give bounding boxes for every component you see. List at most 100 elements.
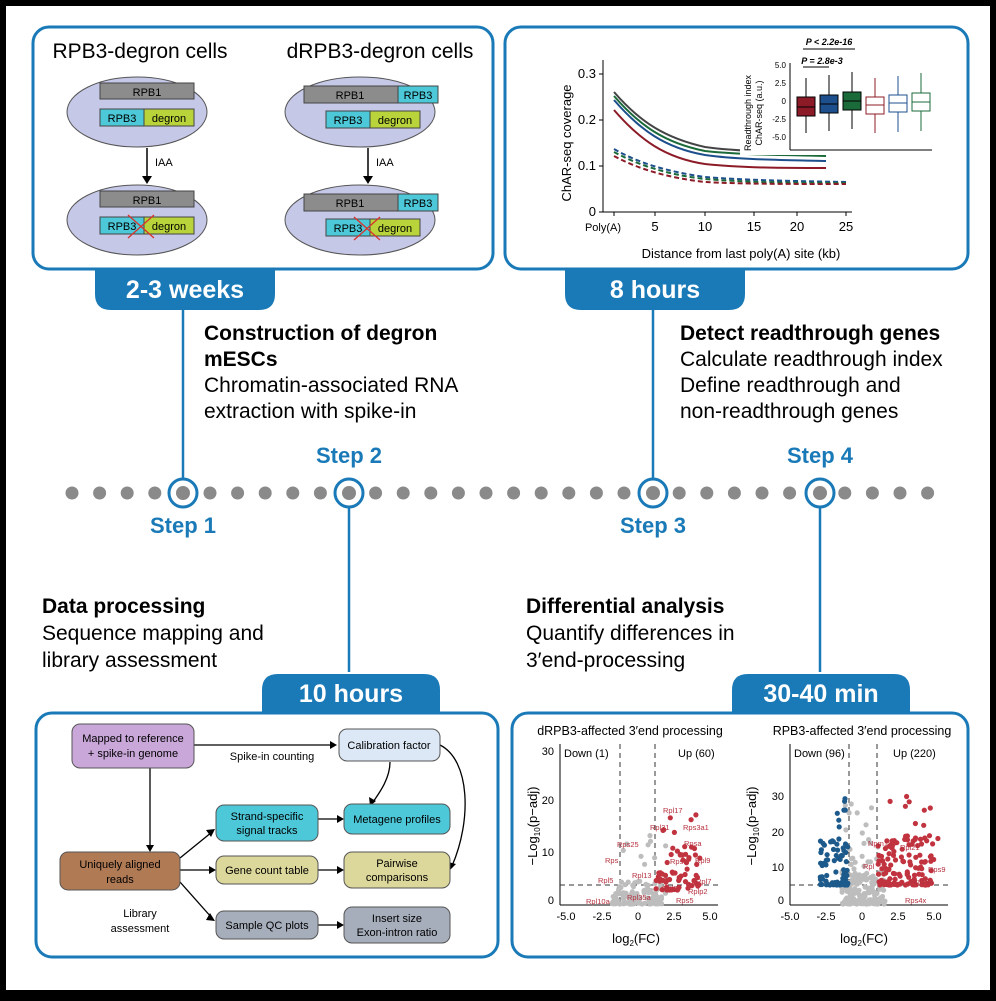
volcano-point — [824, 872, 830, 879]
readthrough-inset: Readthrough index ChAR-seq (a.u.) 5.0 2.… — [740, 37, 940, 155]
volcano-point — [672, 870, 678, 876]
volcano-point — [892, 857, 899, 863]
node-box — [59, 851, 181, 891]
rpb1-label: RPB1 — [336, 90, 365, 102]
xtick-20: 20 — [790, 219, 804, 234]
cell-rpb3-degron-before: RPB1 RPB3 degron — [66, 76, 208, 148]
node-uniquely-aligned: Uniquely aligned reads — [59, 851, 181, 891]
step1-title-line2: mESCs — [204, 348, 278, 371]
volcano-point — [679, 852, 686, 858]
volcano-point — [642, 861, 648, 867]
volcano-point — [658, 896, 665, 902]
coverage-yticks: 0 0.1 0.2 0.3 — [578, 66, 603, 219]
xtick-polya: Poly(A) — [585, 222, 621, 234]
volcano-point — [892, 876, 898, 883]
flowchart-arrows — [149, 744, 466, 926]
gene-label: Rpl13 — [632, 871, 652, 880]
gene-label: Rpl7 — [696, 877, 711, 886]
volcano-point — [857, 893, 863, 899]
node-calibration: Calibration factor — [338, 728, 441, 762]
volcano-point — [638, 853, 644, 859]
volcano-point — [836, 817, 842, 823]
volcano-point — [851, 896, 857, 902]
volcano-point — [652, 900, 658, 906]
step2-desc-line1: Sequence mapping and — [42, 622, 264, 645]
volcano-point — [693, 812, 699, 818]
volcano-point — [912, 820, 919, 827]
rpb3-fused-label: RPB3 — [404, 198, 433, 210]
ytick-0-1: 0.1 — [578, 158, 596, 173]
pvalue-2: P = 2.8e-3 — [801, 56, 842, 66]
gene-label: Rps25 — [617, 840, 639, 849]
step2-title: Data processing — [42, 595, 205, 618]
degron-label: degron — [378, 115, 412, 127]
volcano-point — [674, 848, 681, 854]
rpb3-label: RPB3 — [334, 115, 363, 127]
volcano-point — [676, 877, 682, 884]
node-label: signal tracks — [236, 825, 298, 837]
volcano-point — [839, 889, 845, 895]
volcano-point — [859, 853, 865, 859]
volcano-point — [694, 861, 700, 868]
volcano-point — [848, 856, 855, 862]
volcano-point — [922, 882, 929, 888]
volcano-point — [610, 899, 616, 905]
volcano-point — [694, 874, 701, 881]
cell-drpb3-degron-after: RPB1 RPB3 RPB3 degron — [284, 184, 439, 256]
timeline-dot — [617, 486, 631, 500]
volcano-point — [841, 867, 847, 873]
timeline-dot — [258, 486, 272, 500]
volcano-point — [647, 838, 654, 844]
volcano-point — [848, 801, 854, 807]
ytick: 10 — [772, 862, 784, 874]
volcano-right-points — [817, 793, 941, 907]
timeline — [65, 486, 935, 500]
volcano-point — [868, 805, 875, 811]
gene-label: Rpl — [863, 862, 875, 871]
volcano-point — [663, 843, 669, 849]
volcano-point — [884, 838, 890, 844]
node-label: Gene count table — [225, 865, 309, 877]
step4-label: Step 4 — [787, 443, 854, 468]
gene-label: Rplp2 — [688, 887, 708, 896]
volcano-point — [634, 893, 641, 899]
volcano-point — [657, 876, 663, 882]
step4-title: Differential analysis — [526, 595, 724, 618]
node-insert-size: Insert size Exon-intron ratio — [343, 906, 451, 944]
volcano-point — [885, 856, 891, 862]
timeline-dot — [921, 486, 935, 500]
volcano-point — [875, 901, 881, 907]
volcano-point — [883, 866, 890, 872]
volcano-point — [845, 844, 851, 850]
step1-label: Step 1 — [150, 513, 216, 538]
xtick: 0 — [635, 911, 641, 923]
timeline-dot — [479, 486, 493, 500]
volcano-point — [926, 833, 933, 839]
volcano-point — [823, 878, 829, 884]
ytick-0-3: 0.3 — [578, 66, 596, 81]
volcano-point — [890, 852, 897, 859]
volcano-point — [863, 822, 869, 828]
timeline-dot — [893, 486, 907, 500]
degron-label: degron — [378, 223, 412, 235]
volcano-point — [882, 845, 889, 852]
step1-desc-line2: extraction with spike-in — [204, 400, 416, 423]
inset-background — [740, 55, 940, 155]
volcano-point — [895, 881, 901, 888]
volcano-point — [909, 841, 915, 847]
volcano-point — [647, 833, 653, 839]
inset-box-1 — [796, 78, 816, 133]
volcano-point — [927, 805, 933, 811]
volcano-left-xlabel: log2(FC) — [612, 931, 660, 948]
volcano-point — [842, 807, 848, 813]
volcano-point — [886, 851, 892, 857]
xtick: 5.0 — [926, 911, 941, 923]
ytick-0: 0 — [589, 204, 596, 219]
volcano-point — [840, 845, 846, 851]
volcano-point — [849, 877, 856, 883]
volcano-left-title: dRPB3-affected 3′end processing — [537, 724, 723, 738]
volcano-point — [653, 877, 659, 884]
volcano-left: 0 10 20 30 -5.0 -2.5 0 2.5 5.0 log2(FC) … — [525, 744, 718, 948]
volcano-point — [887, 876, 893, 882]
